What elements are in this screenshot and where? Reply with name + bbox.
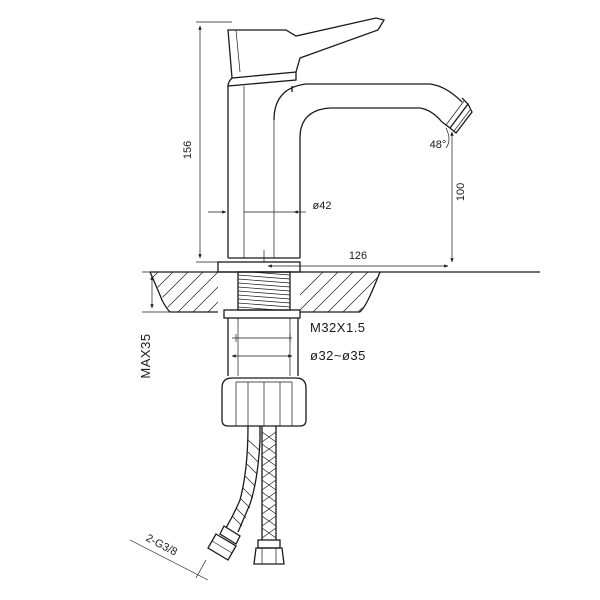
dim-hole-range: ø32~ø35 [310,348,366,363]
faucet-body [227,17,473,259]
supply-hoses [207,425,285,565]
dim-body-diameter: ø42 [313,200,332,212]
dim-max-counter: MAX35 [138,333,153,378]
dim-spout-height: 100 [455,183,467,201]
dimension-lines [129,21,454,581]
dim-hose-connector: 2-G3/8 [144,532,179,558]
dim-height-total: 156 [182,141,194,159]
dim-spout-angle: 48° [430,139,447,151]
lock-nut [221,377,307,427]
dim-reach: 126 [349,250,367,262]
countertop [149,271,540,313]
base-flange [214,261,304,273]
hatch-right [300,272,380,312]
dim-thread: M32X1.5 [310,320,366,335]
threaded-shank [223,271,301,376]
